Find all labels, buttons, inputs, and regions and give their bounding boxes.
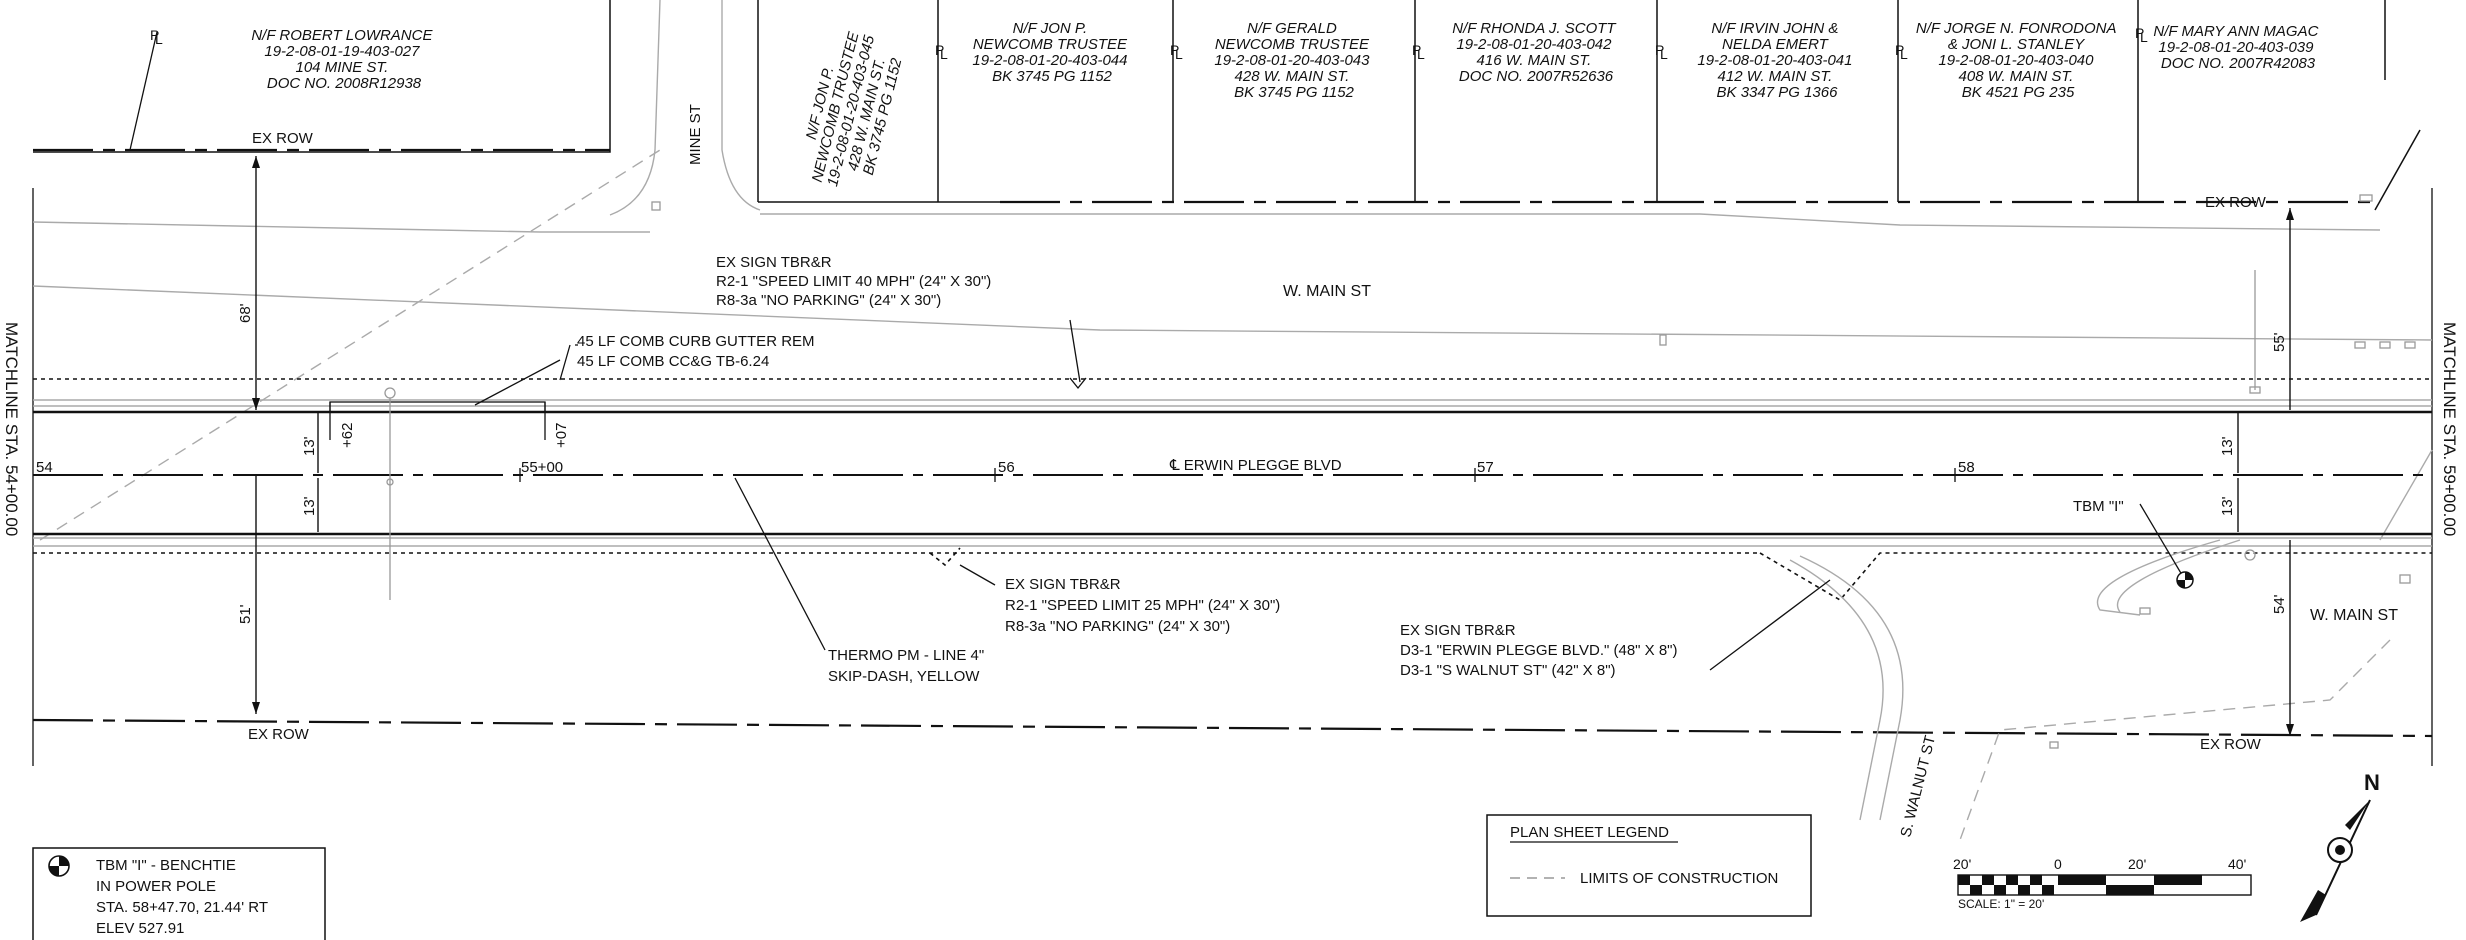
leader-sign2 [959,564,996,586]
svg-text:55': 55' [2271,332,2288,352]
centerline-label: ℄ ERWIN PLEGGE BLVD [1169,457,1342,474]
lot-lines [33,0,2421,211]
ex-utility-diagonal [39,149,661,541]
ex-utility-right [1959,639,2391,841]
owner-block: N/F IRVIN JOHN & NELDA EMERT 19-2-08-01-… [1697,20,1856,101]
leader-curb [474,359,561,406]
owner-block: N/F ROBERT LOWRANCE 19-2-08-01-19-403-02… [251,27,436,92]
svg-text:13': 13' [2219,496,2236,516]
mine-st-edge-right [721,0,761,211]
svg-text:P: P [1655,42,1664,58]
owner-labels: N/F ROBERT LOWRANCE 19-2-08-01-19-403-02… [251,20,2322,196]
svg-text:L: L [1417,46,1425,62]
note-thermo-pm: THERMO PM - LINE 4" SKIP-DASH, YELLOW [828,647,988,685]
dimensions-left [252,156,319,714]
note-sign-speed-25: EX SIGN TBR&R R2-1 "SPEED LIMIT 25 MPH" … [1005,576,1284,635]
street-label-mine: MINE ST [687,104,704,165]
svg-text:57: 57 [1477,459,1494,476]
svg-text:51': 51' [237,604,254,624]
station-labels: 54 55+00 56 57 58 +62 +07 [36,423,1975,476]
svg-text:P: P [1412,42,1421,58]
plan-sheet-legend: PLAN SHEET LEGEND LIMITS OF CONSTRUCTION [1486,814,1812,917]
note-curb-gutter: 45 LF COMB CURB GUTTER REM 45 LF COMB CC… [577,333,819,370]
svg-text:20': 20' [1953,856,1971,872]
lot-line-lowrance [33,0,611,153]
benchmark-icon [48,855,70,877]
benchmark-box: TBM "I" - BENCHTIE IN POWER POLE STA. 58… [32,847,326,940]
pl-markers: PL PL PL PL PL PL PL [150,25,2148,62]
owner-block-rotated: N/F JON P. NEWCOMB TRUSTEE 19-2-08-01-20… [793,22,910,196]
matchline-right: MATCHLINE STA. 59+00.00 [2440,322,2459,536]
svg-text:54': 54' [2271,594,2288,614]
svg-text:+07: +07 [553,423,570,448]
legend-item-label: LIMITS OF CONSTRUCTION [1580,870,1778,887]
ex-row-bottom [32,718,2433,738]
svg-text:40': 40' [2228,856,2246,872]
walnut-st-edge-west [1789,559,1884,821]
svg-text:P: P [1895,42,1904,58]
owner-block: N/F MARY ANN MAGAC 19-2-08-01-20-403-039… [2153,23,2322,72]
scale-bar: 20' 0 20' 40' SCALE: 1" = 20' [1953,856,2252,911]
svg-text:P: P [2135,25,2144,41]
note-sign-speed-40: EX SIGN TBR&R R2-1 "SPEED LIMIT 40 MPH" … [716,254,995,309]
dimensions-right [2237,208,2294,736]
svg-text:54: 54 [36,459,53,476]
svg-text:13': 13' [2219,436,2236,456]
walnut-return-east [2096,539,2221,616]
svg-text:68': 68' [237,303,254,323]
svg-text:P: P [150,27,159,43]
svg-text:13': 13' [301,496,318,516]
svg-text:13': 13' [301,436,318,456]
street-label-main-top: W. MAIN ST [1283,283,1371,300]
svg-text:0: 0 [2054,856,2062,872]
tbm-power-pole-icon [2176,571,2194,589]
owner-block: N/F JORGE N. FONRODONA & JONI L. STANLEY… [1916,20,2120,101]
svg-text:L: L [1660,46,1668,62]
north-label: N [2364,770,2380,795]
leader-tbm [2139,503,2186,581]
svg-text:P: P [1170,42,1179,58]
ex-row-label: EX ROW [252,130,314,147]
svg-text:L: L [155,31,163,47]
svg-text:L: L [2140,29,2148,45]
note-tbm: TBM "I" [2073,498,2124,515]
svg-text:L: L [940,46,948,62]
leader-sign1 [1069,319,1081,383]
north-arrow-icon: N [2300,770,2380,922]
owner-block: N/F RHONDA J. SCOTT 19-2-08-01-20-403-04… [1452,20,1620,85]
svg-text:20': 20' [2128,856,2146,872]
svg-text:55+00: 55+00 [521,459,563,476]
leader-sign3 [1709,579,1831,671]
ex-pavement-top-main [32,285,2433,341]
ex-row-top-right-edge [760,213,2381,231]
svg-text:56: 56 [998,459,1015,476]
scale-text: SCALE: 1" = 20' [1958,897,2044,911]
svg-text:58: 58 [1958,459,1975,476]
street-label-main-right: W. MAIN ST [2310,607,2398,624]
mine-st-edge-left [609,0,661,216]
dimension-labels: 68' 51' 13' 13' 55' 13' 13' 54' [237,303,2288,624]
svg-text:L: L [1900,46,1908,62]
ex-pavement-top-left [32,221,650,233]
street-label-walnut: S. WALNUT ST [1897,734,1939,839]
ex-row-label: EX ROW [248,726,310,743]
existing-features [384,194,2416,749]
ex-row-label: EX ROW [2205,194,2267,211]
owner-block: N/F GERALD NEWCOMB TRUSTEE 19-2-08-01-20… [1214,20,1373,101]
matchline-left: MATCHLINE STA. 54+00.00 [2,322,21,536]
svg-text:TBM "I" - BENCHTIE IN PO: TBM "I" - BENCHTIE IN POWER POLE STA. 58… [96,857,272,937]
svg-text:L: L [1175,46,1183,62]
leader-thermo [734,477,826,651]
curb-removal-limits [329,401,546,413]
svg-text:+62: +62 [339,423,356,448]
ex-row-label: EX ROW [2200,736,2262,753]
owner-block: N/F JON P. NEWCOMB TRUSTEE 19-2-08-01-20… [972,20,1131,85]
legend-title: PLAN SHEET LEGEND [1510,824,1669,841]
note-street-name-signs: EX SIGN TBR&R D3-1 "ERWIN PLEGGE BLVD." … [1400,622,1682,679]
svg-text:P: P [935,42,944,58]
